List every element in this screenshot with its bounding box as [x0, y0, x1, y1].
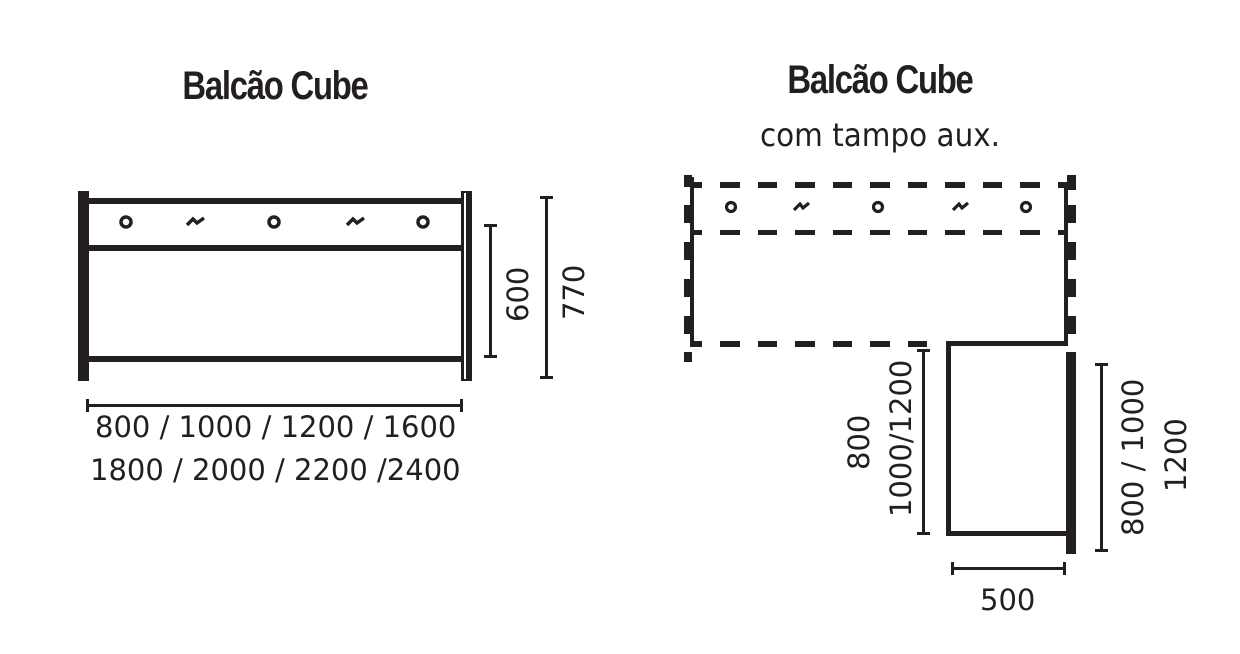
dim-label-width-line2: 1800 / 2000 / 2200 /2400: [90, 453, 461, 487]
dim-label-600: 600: [501, 266, 535, 322]
top-dashed-edge: [692, 182, 1068, 188]
dimension-line-aux-width: [951, 562, 1066, 575]
dim-label-side-height-options: 800 / 1000: [1116, 378, 1150, 536]
dimension-line-600: [484, 224, 497, 358]
aux-top-outline: [946, 341, 1076, 554]
dim-label-770: 770: [557, 264, 591, 320]
right-panel-icons: [724, 200, 1033, 214]
hole-icon: [871, 200, 885, 214]
middle-dashed-edge: [692, 230, 1068, 235]
dim-label-aux-width: 500: [980, 583, 1036, 617]
left-counter-front-view: [78, 191, 472, 381]
aux-leg: [1066, 352, 1076, 554]
dim-label-aux-depth-800: 800: [842, 414, 876, 470]
cable-icon: [951, 201, 970, 212]
cable-icon: [345, 216, 366, 227]
dimension-line-width: [86, 399, 463, 412]
right-dashed-edge: [1064, 175, 1076, 346]
dimension-line-aux-depth: [917, 349, 930, 535]
cable-icon: [792, 201, 811, 212]
dimension-line-770: [540, 196, 553, 379]
top-rail: [88, 198, 462, 204]
right-title: Balcão Cube: [787, 58, 973, 102]
right-leg: [461, 191, 472, 381]
dim-label-side-height-1200: 1200: [1159, 418, 1193, 492]
hole-icon: [119, 215, 133, 229]
hole-icon: [416, 215, 430, 229]
left-title: Balcão Cube: [182, 64, 368, 108]
right-subtitle: com tampo aux.: [759, 116, 1001, 154]
left-dashed-edge: [684, 175, 694, 362]
hole-icon: [724, 200, 738, 214]
dim-label-width-line1: 800 / 1000 / 1200 / 1600: [95, 410, 457, 444]
left-panel-icons: [119, 215, 430, 229]
dim-label-aux-depth-options: 1000/1200: [884, 359, 918, 517]
left-leg: [78, 191, 89, 381]
bottom-rail: [88, 356, 462, 362]
middle-rail: [88, 245, 462, 251]
cable-icon: [185, 216, 206, 227]
hole-icon: [267, 215, 281, 229]
hole-icon: [1019, 200, 1033, 214]
bottom-dashed-edge: [692, 341, 927, 347]
main-counter-dashed-outline: [684, 175, 1076, 362]
dimension-line-side-height: [1095, 363, 1108, 552]
